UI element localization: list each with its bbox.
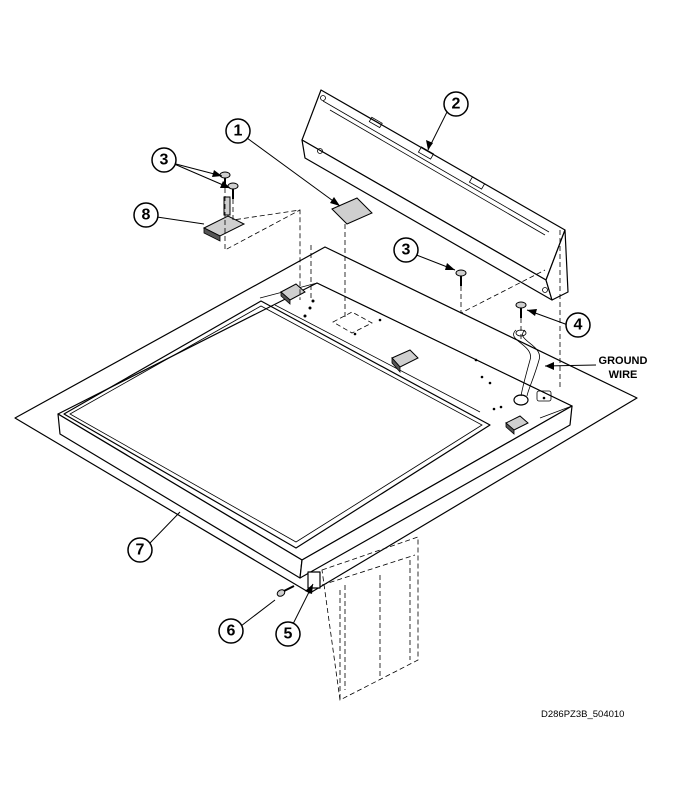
callout-1: 1 [225,118,251,144]
callout-2: 2 [443,91,469,117]
ground-wire-label-line1: GROUND [599,355,648,367]
screw-3-upper [219,171,231,188]
svg-text:4: 4 [574,317,583,334]
screw-6 [276,585,295,597]
svg-text:1: 1 [234,123,243,140]
hold-down-bracket [202,196,246,242]
cabinet-top [57,282,574,579]
callout-5: 5 [275,621,301,647]
svg-text:8: 8 [142,207,151,224]
callout-3-left: 3 [151,147,177,173]
svg-text:2: 2 [452,96,461,113]
lower-cabinet-outline [307,536,419,701]
callout-3-right: 3 [393,237,419,263]
control-panel [301,89,569,301]
svg-text:3: 3 [160,152,169,169]
callout-4: 4 [565,312,591,338]
assembly-guides [224,188,561,397]
screw-3-lower [227,182,239,199]
svg-text:7: 7 [136,542,145,559]
callout-6: 6 [218,618,244,644]
svg-text:3: 3 [402,242,411,259]
label-part [331,197,373,225]
callout-7: 7 [127,537,153,563]
screw-4 [515,301,527,318]
svg-text:5: 5 [284,626,293,643]
screw-3-right [455,269,467,286]
drawing-code: D286PZ3B_504010 [541,709,624,720]
ground-wire-label-line2: WIRE [609,369,638,381]
callout-8: 8 [133,202,159,228]
top-hardware [280,283,552,435]
leader-arrowheads [212,140,554,594]
svg-text:6: 6 [227,623,236,640]
